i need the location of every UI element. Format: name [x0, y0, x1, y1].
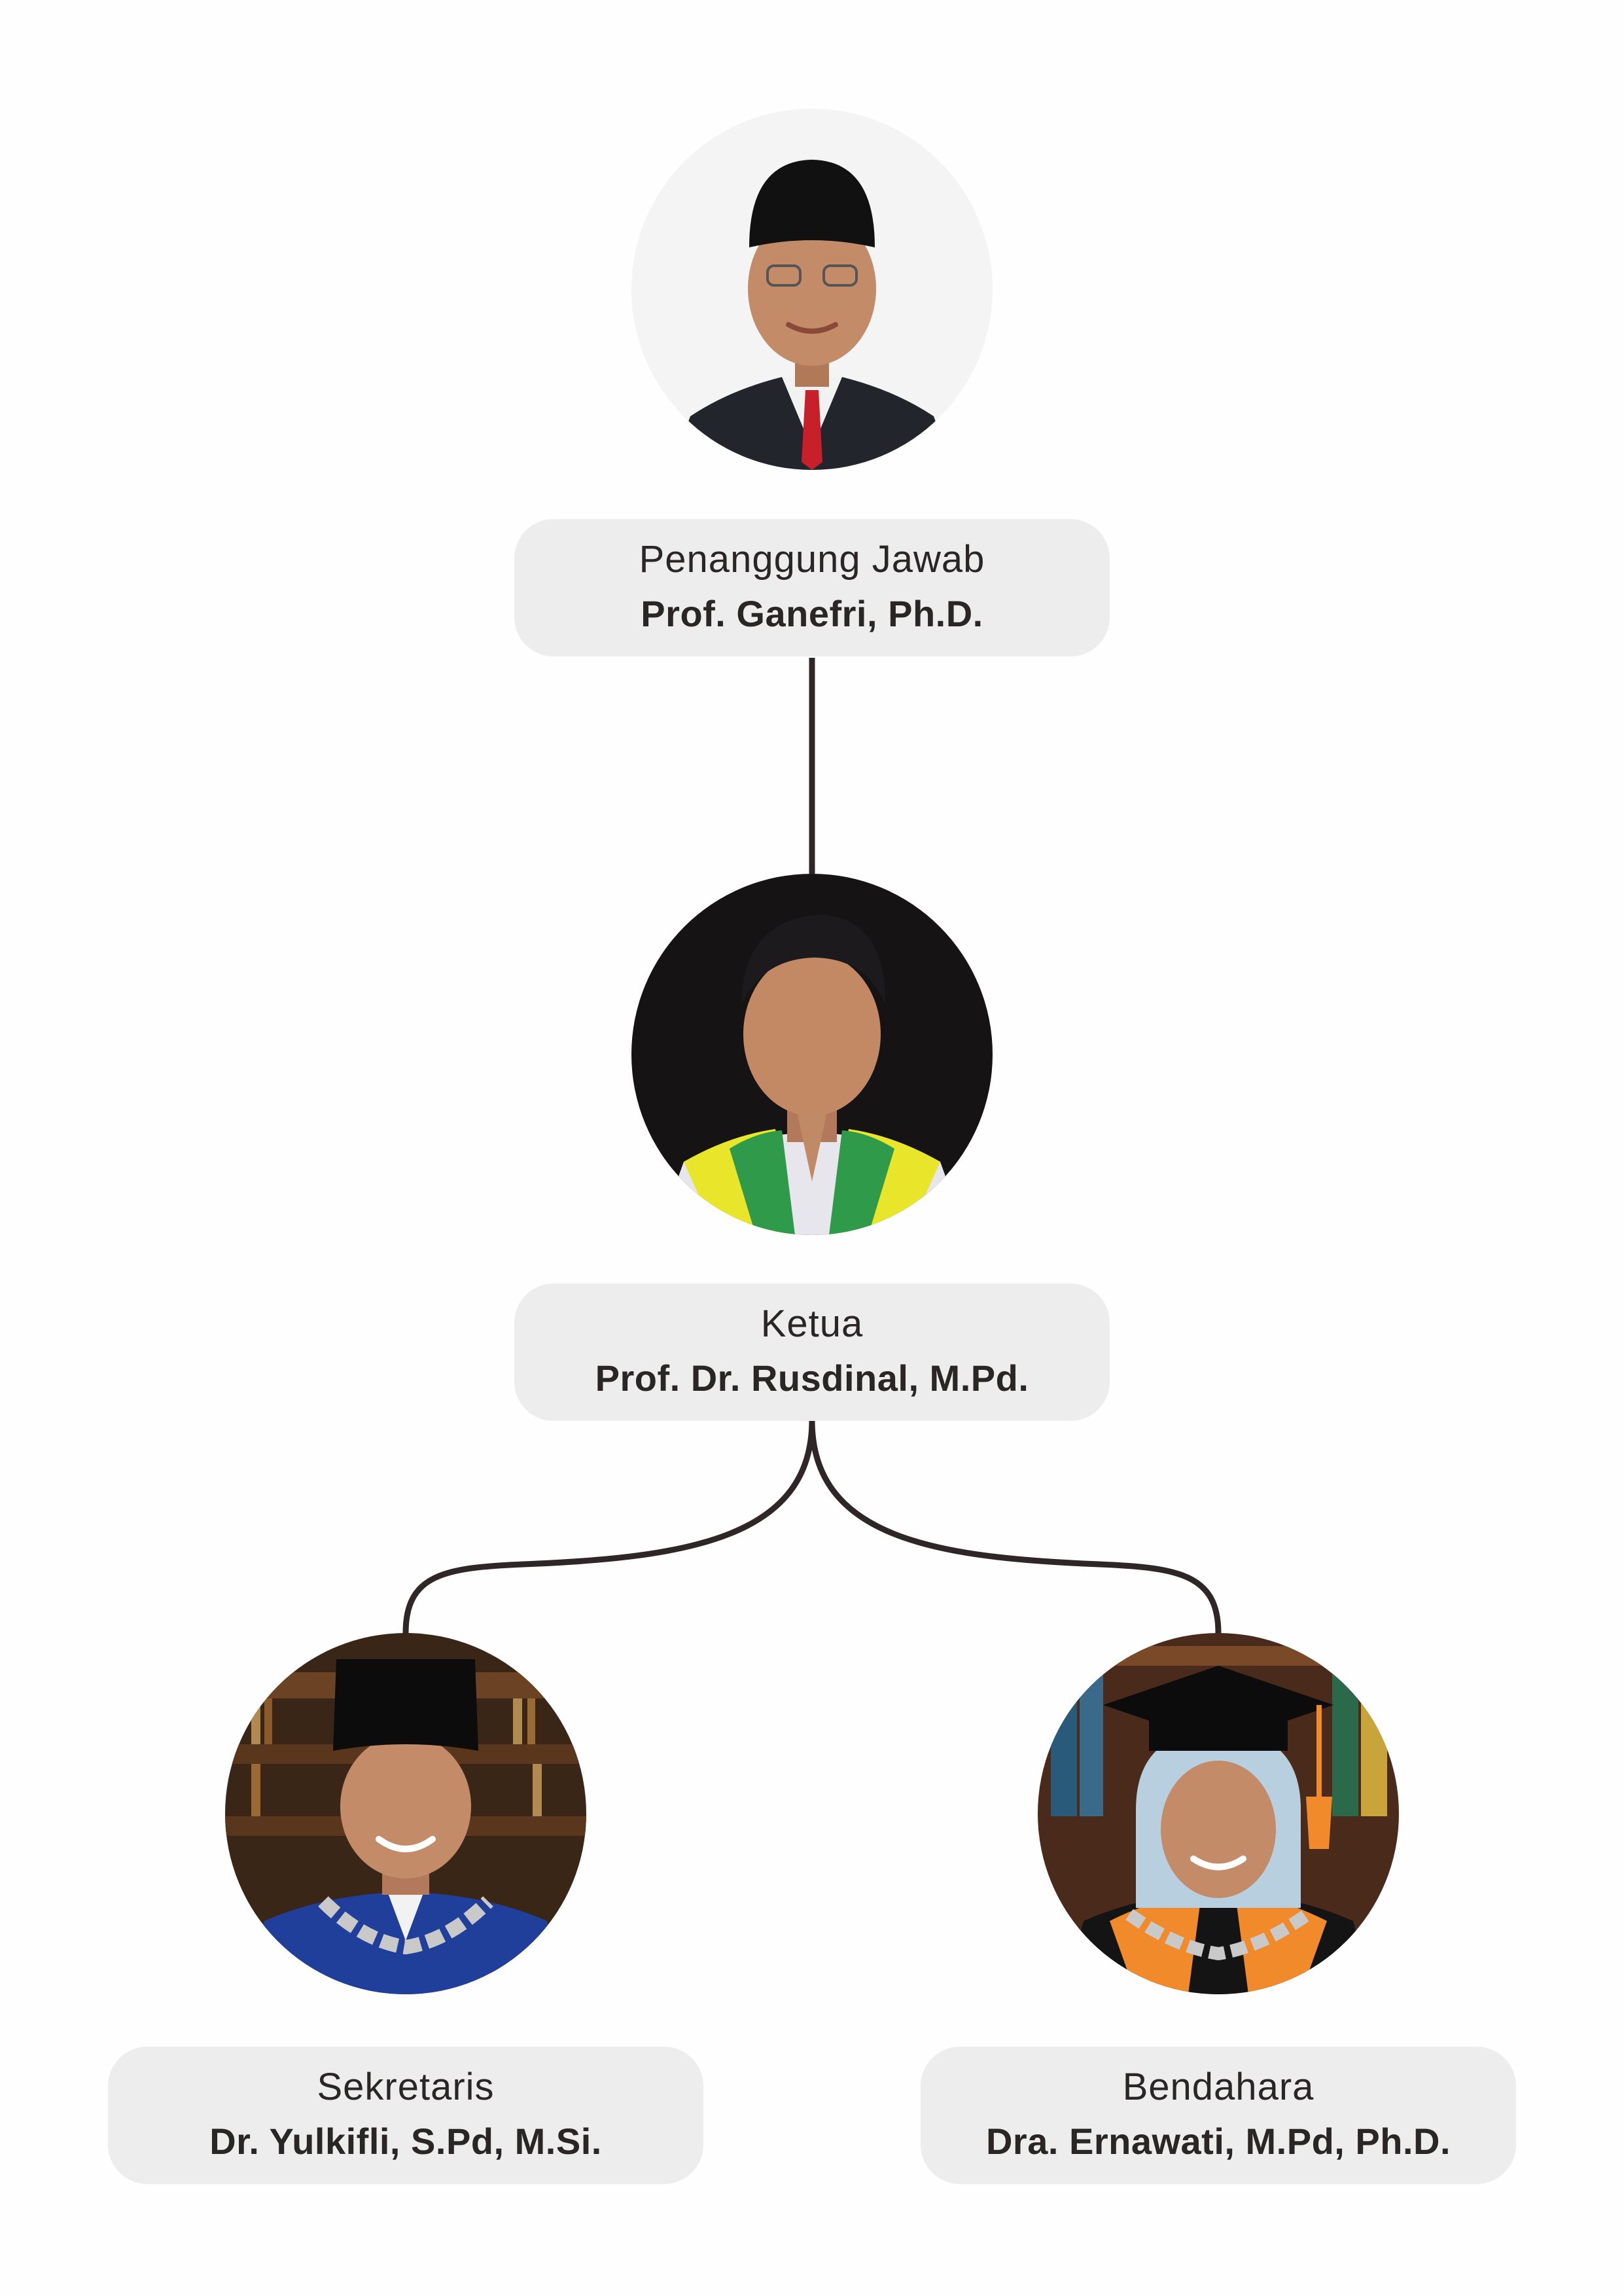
member-role: Penanggung Jawab [639, 538, 985, 581]
portrait-penanggung-jawab [631, 109, 993, 470]
member-name: Prof. Dr. Rusdinal, M.Pd. [595, 1357, 1029, 1399]
portrait-ketua [631, 874, 993, 1235]
member-role: Sekretaris [317, 2066, 495, 2108]
member-card-sekretaris: Sekretaris Dr. Yulkifli, S.Pd, M.Si. [108, 2047, 703, 2184]
connector-ketua-to-sekretaris [402, 1417, 815, 1636]
portrait-bendahara [1038, 1633, 1399, 1994]
member-role: Ketua [760, 1302, 864, 1345]
portrait-sekretaris [225, 1633, 586, 1994]
member-card-ketua: Ketua Prof. Dr. Rusdinal, M.Pd. [514, 1283, 1110, 1421]
member-role: Bendahara [1122, 2066, 1315, 2108]
member-name: Dr. Yulkifli, S.Pd, M.Si. [209, 2121, 602, 2162]
member-name: Dra. Ernawati, M.Pd, Ph.D. [985, 2121, 1451, 2162]
connector-ketua-to-bendahara [809, 1417, 1222, 1636]
member-card-bendahara: Bendahara Dra. Ernawati, M.Pd, Ph.D. [921, 2047, 1516, 2184]
member-card-penanggung-jawab: Penanggung Jawab Prof. Ganefri, Ph.D. [514, 519, 1110, 656]
member-name: Prof. Ganefri, Ph.D. [641, 593, 983, 634]
